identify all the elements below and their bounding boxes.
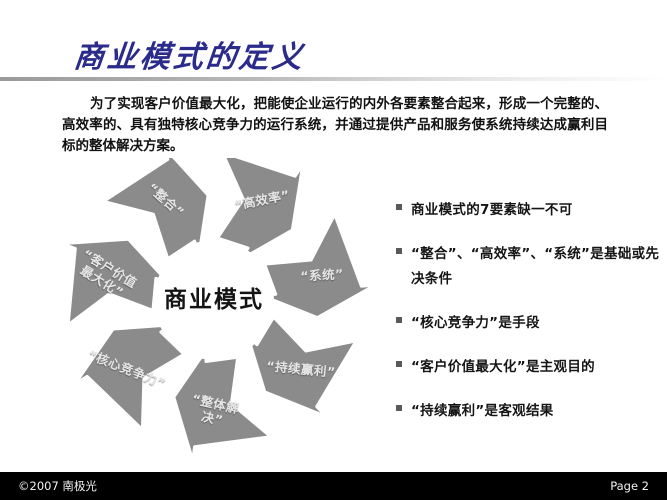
cycle-diagram-svg — [60, 158, 377, 458]
bullet-square-icon — [396, 204, 402, 210]
bullet-square-icon — [396, 248, 402, 254]
list-item-label: 商业模式的7要素缺一不可 — [411, 202, 573, 218]
list-item-label: “持续赢利”是客观结果 — [411, 403, 554, 419]
list-item: 商业模式的7要素缺一不可 — [396, 198, 660, 223]
list-item-label: “核心竞争力”是手段 — [411, 315, 540, 331]
cycle-segment — [60, 237, 171, 327]
page-title: 商业模式的定义 — [72, 40, 307, 75]
list-item-label: “客户价值最大化”是主观目的 — [411, 359, 595, 375]
bullet-square-icon — [396, 405, 402, 411]
intro-paragraph: 为了实现客户价值最大化，把能使企业运行的内外各要素整合起来，形成一个完整的、高效… — [62, 96, 608, 154]
list-item: “整合”、“高效率”、“系统”是基础或先决条件 — [396, 242, 660, 292]
list-item: “持续赢利”是客观结果 — [396, 399, 660, 424]
list-item: “客户价值最大化”是主观目的 — [396, 355, 660, 380]
key-points-list: 商业模式的7要素缺一不可 “整合”、“高效率”、“系统”是基础或先决条件 “核心竞争… — [396, 198, 660, 443]
diagram-center-label: 商业模式 — [164, 287, 264, 313]
bullet-square-icon — [396, 317, 402, 323]
footer-page-number: Page 2 — [610, 479, 649, 493]
list-item: “核心竞争力”是手段 — [396, 311, 660, 336]
bullet-square-icon — [396, 361, 402, 367]
cycle-segment — [73, 323, 186, 432]
footer-copyright: ©2007 南极光 — [18, 479, 97, 493]
list-item-label: “整合”、“高效率”、“系统”是基础或先决条件 — [411, 246, 660, 287]
business-model-cycle-diagram: 商业模式 “高效率”“系统”“持续赢利”“整体解 决”“核心竞争力”“客户价值 … — [52, 158, 382, 458]
footer-bar: ©2007 南极光 Page 2 — [0, 472, 667, 500]
cycle-center-disc — [154, 240, 274, 360]
title-divider — [0, 77, 667, 81]
